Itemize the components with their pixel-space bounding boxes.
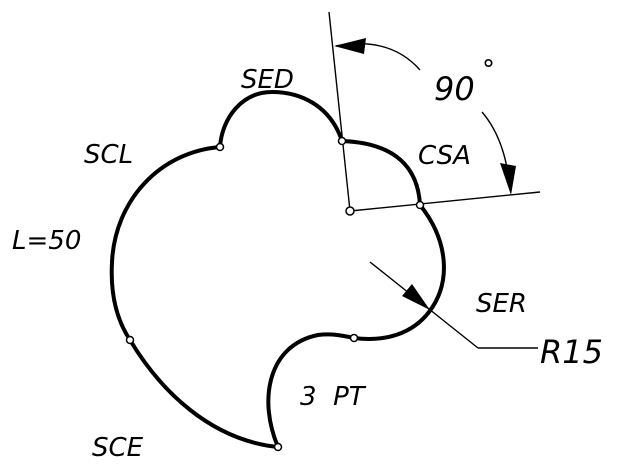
label-length: L=50 (12, 226, 81, 256)
label-radius: R15 (540, 333, 603, 371)
label-scl: SCL (84, 140, 133, 170)
node-sce-end (273, 442, 283, 452)
node-csa-end (415, 200, 425, 210)
label-ser: SER (476, 289, 527, 319)
node-sed-left (215, 142, 225, 152)
label-sce: SCE (92, 433, 144, 463)
angle-arrowhead-down (500, 163, 516, 195)
vertical-reference-line (328, 11, 351, 212)
radius-arrowhead (402, 284, 430, 310)
node-3pt-end (349, 333, 359, 343)
horizontal-reference-line (349, 191, 541, 212)
label-csa: CSA (418, 141, 471, 171)
center-point (345, 206, 355, 216)
profile-outline (109, 90, 446, 449)
node-scl-bottom (125, 335, 135, 345)
label-sed: SED (241, 65, 294, 95)
angle-arrowhead-left (334, 38, 366, 54)
node-sed-right (337, 136, 347, 146)
label-3pt: 3 PT (300, 382, 367, 412)
label-degree: ° (482, 55, 495, 85)
label-angle: 90 (434, 70, 475, 108)
